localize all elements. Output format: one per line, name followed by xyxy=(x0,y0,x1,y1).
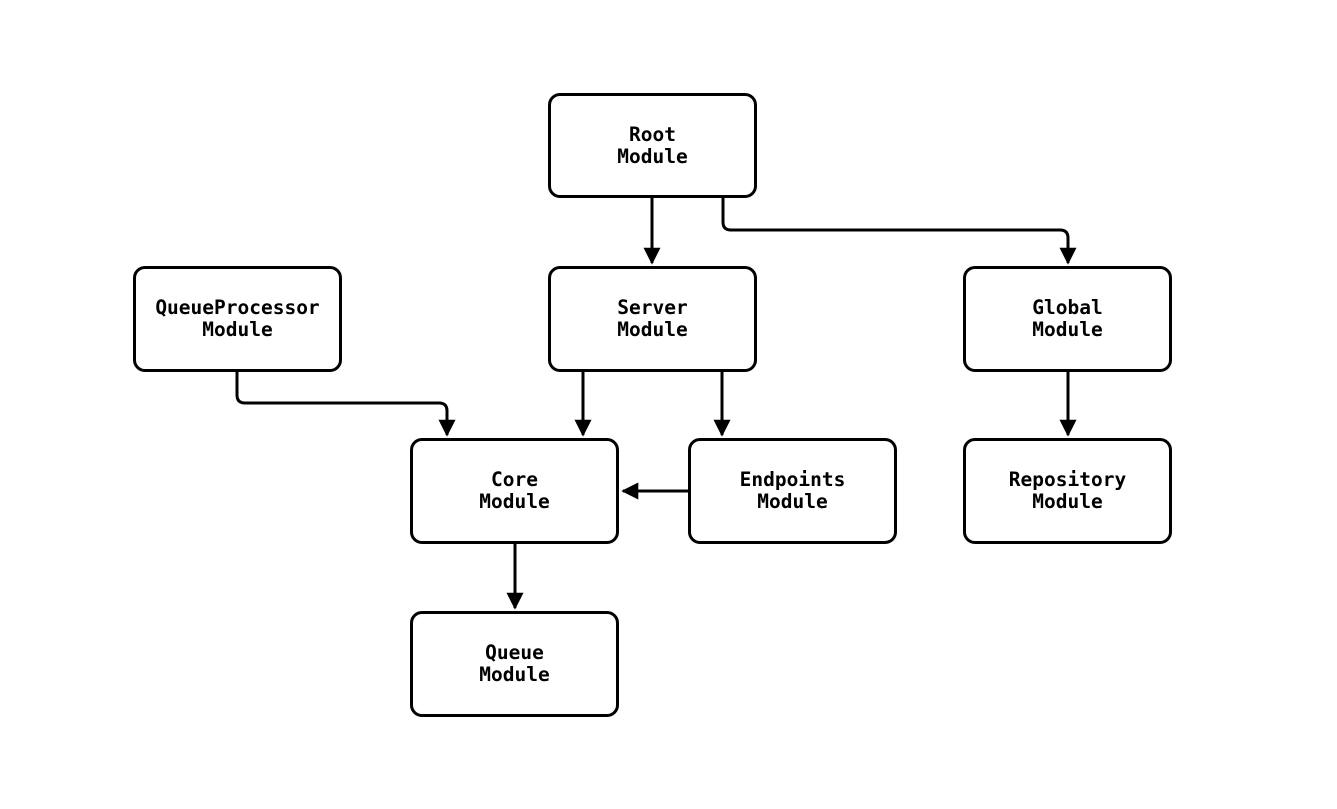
node-server-module: Server Module xyxy=(548,266,757,372)
node-queueprocessor-module: QueueProcessor Module xyxy=(133,266,342,372)
node-queueprocessor-module-label: QueueProcessor Module xyxy=(155,296,320,341)
node-root-module-label: Root Module xyxy=(617,122,688,168)
edge-group xyxy=(235,198,1077,610)
node-queue-module-label: Queue Module xyxy=(479,641,550,686)
node-repository-module-label: Repository Module xyxy=(1008,468,1127,513)
node-root-module: Root Module xyxy=(548,93,757,198)
node-endpoints-module-label: Endpoints Module xyxy=(739,468,846,513)
node-global-module: Global Module xyxy=(963,266,1172,372)
node-server-module-label: Server Module xyxy=(617,296,688,341)
node-endpoints-module: Endpoints Module xyxy=(688,438,897,544)
node-core-module-label: Core Module xyxy=(479,468,550,513)
edge-root-to-global xyxy=(721,198,1077,265)
node-global-module-label: Global Module xyxy=(1032,296,1103,341)
node-queue-module: Queue Module xyxy=(410,611,619,717)
node-core-module: Core Module xyxy=(410,438,619,544)
node-repository-module: Repository Module xyxy=(963,438,1172,544)
edge-queueprocessor-to-core xyxy=(235,372,456,437)
